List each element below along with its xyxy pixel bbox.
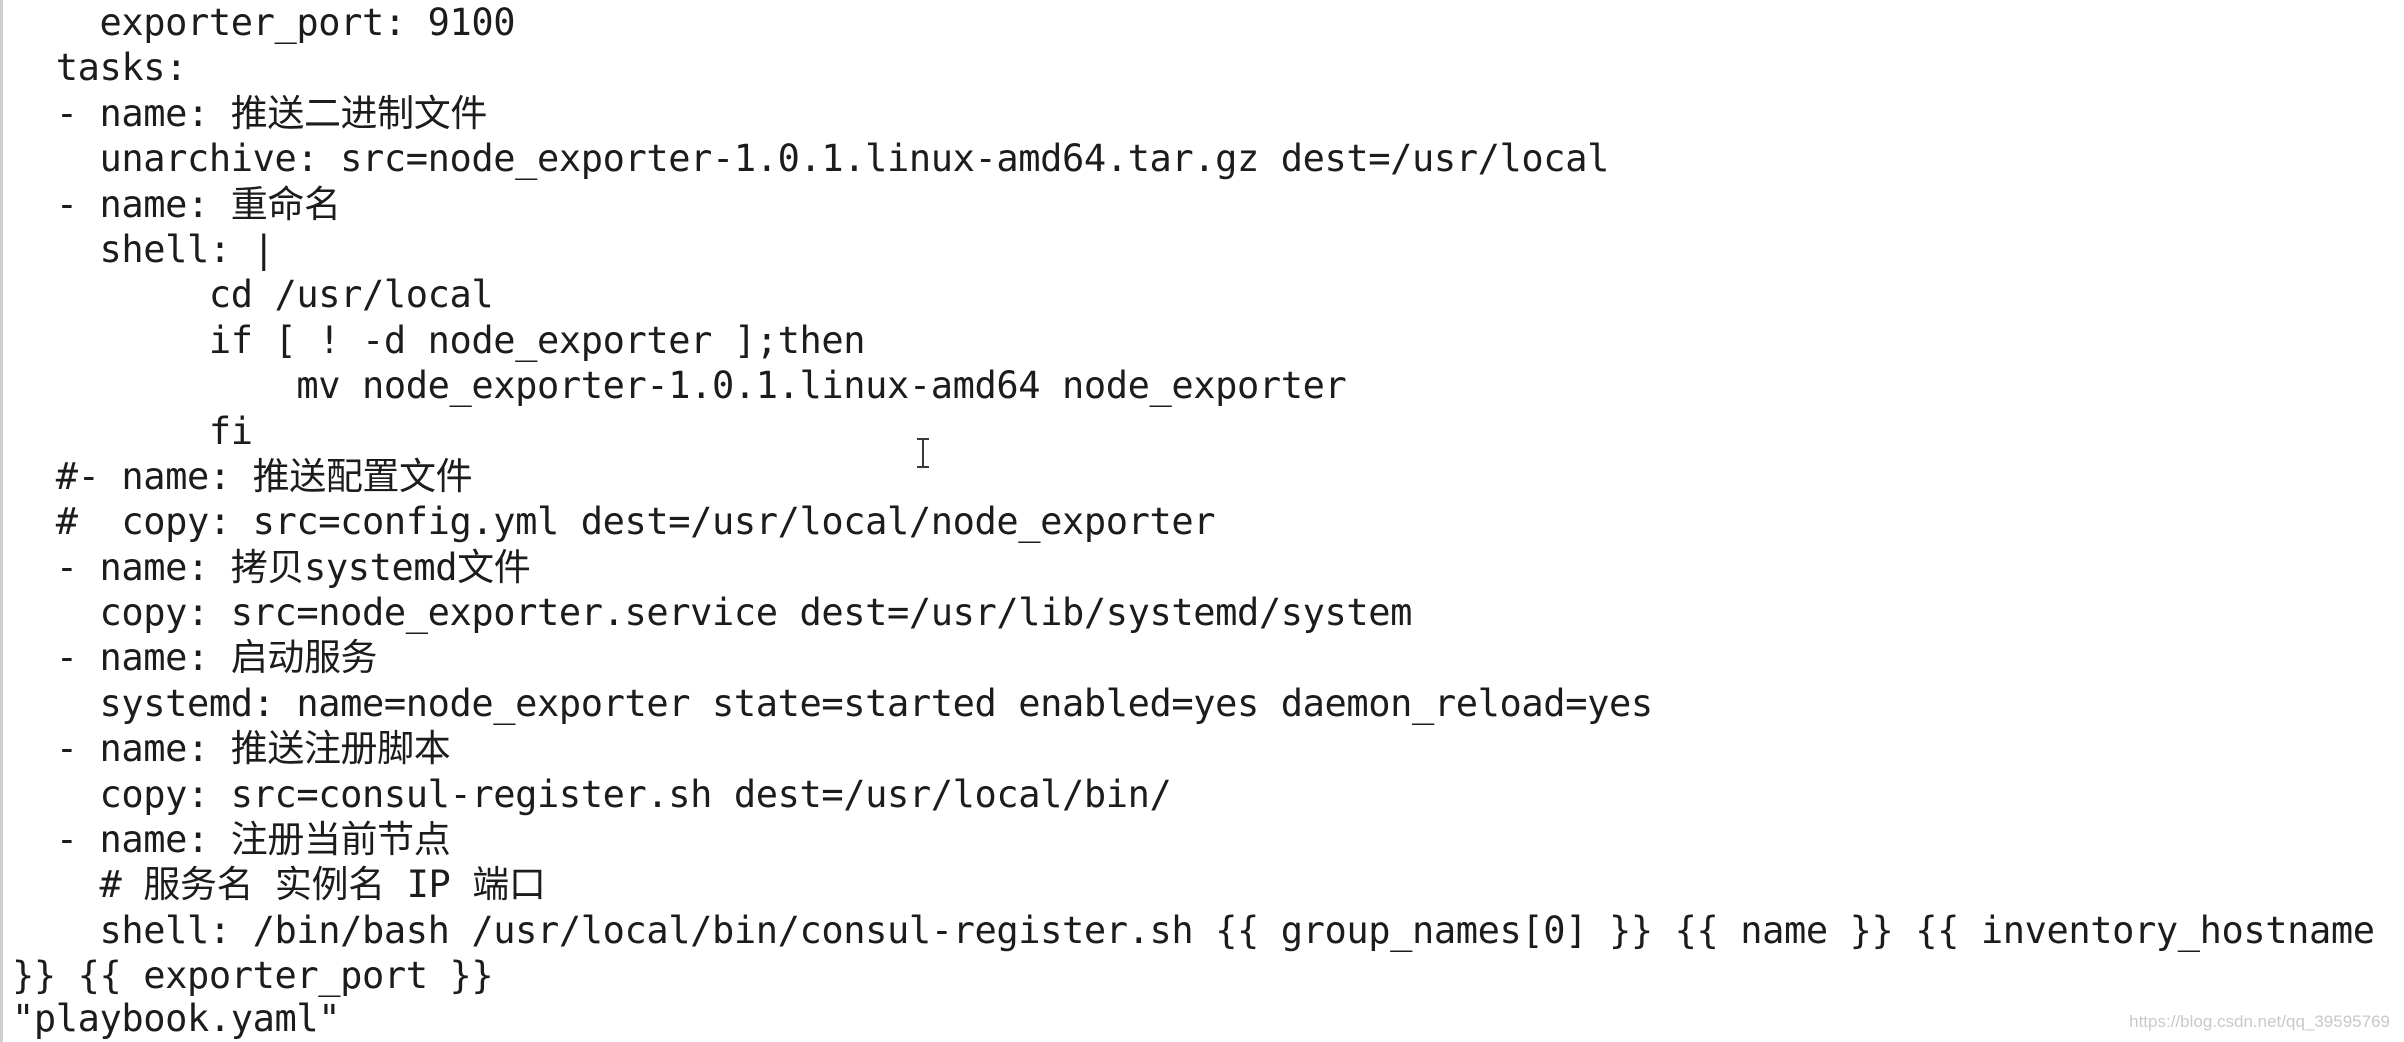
code-line[interactable]: - name: 重命名 [12, 182, 341, 226]
code-line[interactable]: # 服务名 实例名 IP 端口 [12, 863, 546, 907]
code-line[interactable]: cd /usr/local [12, 273, 494, 317]
code-line[interactable]: exporter_port: 9100 [12, 1, 516, 44]
code-line[interactable]: copy: src=consul-register.sh dest=/usr/l… [12, 772, 1172, 816]
code-line[interactable]: - name: 启动服务 [12, 636, 378, 680]
code-line[interactable]: copy: src=node_exporter.service dest=/us… [12, 591, 1413, 635]
status-line-filename: "playbook.yaml" [12, 997, 341, 1040]
code-line[interactable]: if [ ! -d node_exporter ];then [12, 318, 866, 362]
watermark: https://blog.csdn.net/qq_39595769 [2129, 1012, 2390, 1031]
code-line[interactable]: shell: | [12, 227, 275, 271]
code-line[interactable]: - name: 注册当前节点 [12, 818, 451, 862]
code-line[interactable]: fi [12, 409, 253, 453]
code-line[interactable]: tasks: [12, 46, 188, 90]
code-line[interactable]: unarchive: src=node_exporter-1.0.1.linux… [12, 137, 1610, 181]
editor-text-area[interactable]: exporter_port: 9100 tasks: - name: 推送二进制… [12, 0, 2375, 999]
code-line[interactable]: }} {{ exporter_port }} [12, 954, 494, 998]
text-cursor-icon [915, 438, 931, 468]
code-line[interactable]: - name: 推送注册脚本 [12, 727, 451, 771]
code-line[interactable]: - name: 推送二进制文件 [12, 91, 488, 135]
code-line[interactable]: mv node_exporter-1.0.1.linux-amd64 node_… [12, 364, 1347, 408]
code-line[interactable]: #- name: 推送配置文件 [12, 454, 473, 498]
code-line[interactable]: # copy: src=config.yml dest=/usr/local/n… [12, 500, 1216, 544]
code-line[interactable]: - name: 拷贝systemd文件 [12, 545, 531, 589]
code-line[interactable]: systemd: name=node_exporter state=starte… [12, 681, 1654, 725]
code-line[interactable]: shell: /bin/bash /usr/local/bin/consul-r… [12, 908, 2376, 952]
